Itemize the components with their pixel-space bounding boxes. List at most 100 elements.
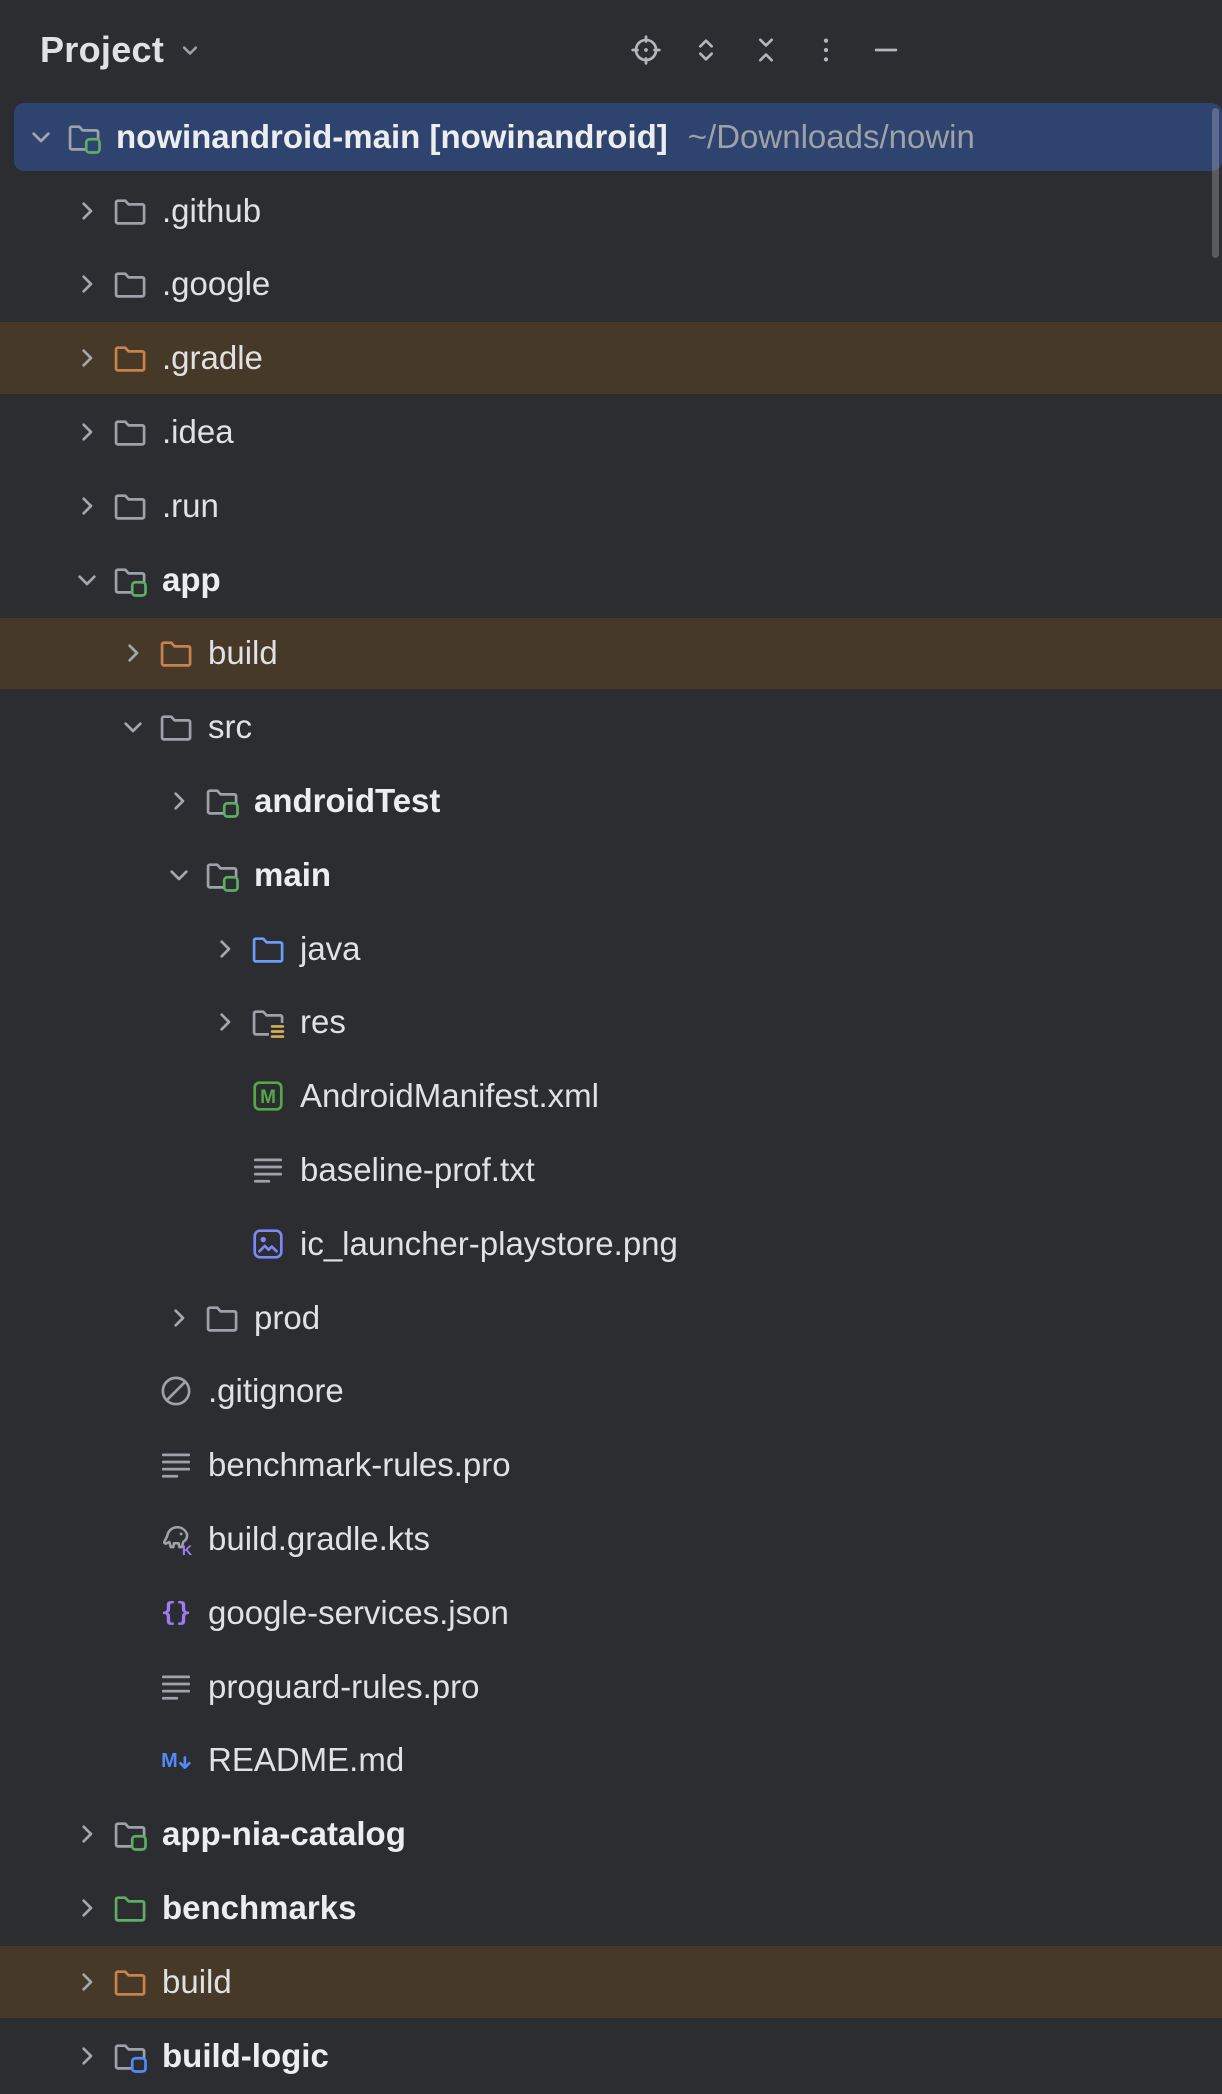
tree-item-label: build — [162, 1962, 232, 2000]
folder-excluded-icon — [156, 633, 196, 673]
chevron-spacer — [110, 1442, 156, 1488]
tree-row-build[interactable]: build — [0, 617, 1222, 691]
project-panel-header: Project — [0, 0, 1222, 100]
chevron-spacer — [202, 1073, 248, 1119]
tree-row-idea[interactable]: .idea — [0, 395, 1222, 469]
ignored-file-icon — [156, 1371, 196, 1411]
chevron-right-icon[interactable] — [64, 188, 110, 234]
tree-item-path: ~/Downloads/nowin — [687, 117, 975, 155]
tree-row-benchmark-rules-pro[interactable]: benchmark-rules.pro — [0, 1428, 1222, 1502]
tree-row-main[interactable]: main — [0, 838, 1222, 912]
tree-row-res[interactable]: res — [0, 986, 1222, 1060]
tree-item-label: .idea — [162, 413, 234, 451]
tree-row-build-logic[interactable]: build-logic — [0, 2019, 1222, 2093]
chevron-down-icon[interactable] — [18, 114, 64, 160]
chevron-spacer — [202, 1147, 248, 1193]
folder-icon — [110, 486, 150, 526]
tree-item-label: benchmarks — [162, 1889, 357, 1927]
chevron-right-icon[interactable] — [64, 2033, 110, 2079]
chevron-right-icon[interactable] — [110, 630, 156, 676]
text-file-icon — [156, 1667, 196, 1707]
tree-row-prod[interactable]: prod — [0, 1281, 1222, 1355]
chevron-right-icon[interactable] — [64, 335, 110, 381]
chevron-down-icon[interactable] — [156, 852, 202, 898]
tree-item-label: .gitignore — [208, 1372, 344, 1410]
chevron-right-icon[interactable] — [64, 1885, 110, 1931]
tree-item-label: build-logic — [162, 2036, 329, 2074]
folder-icon — [110, 264, 150, 304]
tree-row-google-services-json[interactable]: {}google-services.json — [0, 1576, 1222, 1650]
chevron-spacer — [110, 1368, 156, 1414]
chevron-right-icon[interactable] — [64, 1959, 110, 2005]
tree-row-run[interactable]: .run — [0, 469, 1222, 543]
chevron-right-icon[interactable] — [64, 261, 110, 307]
chevron-right-icon[interactable] — [64, 409, 110, 455]
chevron-right-icon[interactable] — [202, 999, 248, 1045]
folder-icon — [202, 1298, 242, 1338]
scrollbar-thumb[interactable] — [1212, 108, 1219, 258]
minimize-icon — [874, 48, 898, 52]
tree-row-google[interactable]: .google — [0, 248, 1222, 322]
text-file-icon — [248, 1150, 288, 1190]
tree-item-label: build — [208, 634, 278, 672]
tree-row-app[interactable]: app — [0, 543, 1222, 617]
chevron-right-icon[interactable] — [202, 926, 248, 972]
chevron-right-icon[interactable] — [64, 1811, 110, 1857]
project-view-selector[interactable]: Project — [40, 29, 204, 71]
svg-text:K: K — [182, 1543, 193, 1558]
tree-row-proguard-rules-pro[interactable]: proguard-rules.pro — [0, 1650, 1222, 1724]
tree-row-nowinandroid-main-nowinandroid[interactable]: nowinandroid-main [nowinandroid]~/Downlo… — [0, 100, 1222, 174]
collapse-all-button[interactable] — [740, 24, 792, 76]
tree-item-label: .gradle — [162, 339, 263, 377]
chevron-spacer — [110, 1664, 156, 1710]
folder-excluded-icon — [110, 1962, 150, 2002]
tree-row-androidmanifest-xml[interactable]: M AndroidManifest.xml — [0, 1059, 1222, 1133]
tree-item-label: proguard-rules.pro — [208, 1667, 480, 1705]
folder-green-icon — [110, 1888, 150, 1928]
folder-module-blue-icon — [110, 2036, 150, 2076]
tree-row-androidtest[interactable]: androidTest — [0, 764, 1222, 838]
chevron-right-icon[interactable] — [64, 483, 110, 529]
folder-icon — [156, 707, 196, 747]
chevron-right-icon[interactable] — [156, 1295, 202, 1341]
tree-item-label: build.gradle.kts — [208, 1520, 430, 1558]
more-options-button[interactable] — [800, 24, 852, 76]
tree-row-java[interactable]: java — [0, 912, 1222, 986]
tree-item-label: app — [162, 560, 221, 598]
tree-item-label: app-nia-catalog — [162, 1815, 406, 1853]
tree-row-benchmarks[interactable]: benchmarks — [0, 1871, 1222, 1945]
tree-row-ic-launcher-playstore-png[interactable]: ic_launcher-playstore.png — [0, 1207, 1222, 1281]
chevron-down-icon[interactable] — [110, 704, 156, 750]
tree-row-gitignore[interactable]: .gitignore — [0, 1355, 1222, 1429]
tree-row-src[interactable]: src — [0, 690, 1222, 764]
tree-row-github[interactable]: .github — [0, 174, 1222, 248]
folder-source-icon — [248, 929, 288, 969]
markdown-file-icon: M — [156, 1740, 196, 1780]
folder-module-icon — [202, 781, 242, 821]
tree-row-baseline-prof-txt[interactable]: baseline-prof.txt — [0, 1133, 1222, 1207]
gradle-file-icon: K — [156, 1519, 196, 1559]
expand-all-button[interactable] — [680, 24, 732, 76]
chevron-right-icon[interactable] — [156, 778, 202, 824]
locate-opened-file-button[interactable] — [620, 24, 672, 76]
chevron-spacer — [110, 1516, 156, 1562]
tree-item-label: .google — [162, 265, 271, 303]
panel-title: Project — [40, 29, 165, 70]
tree-row-build[interactable]: build — [0, 1945, 1222, 2019]
target-icon — [631, 35, 661, 65]
chevron-down-icon[interactable] — [64, 557, 110, 603]
manifest-icon: M — [248, 1076, 288, 1116]
folder-module-icon — [64, 117, 104, 157]
tree-item-label: AndroidManifest.xml — [300, 1077, 599, 1115]
hide-panel-button[interactable] — [860, 24, 912, 76]
tree-item-label: main — [254, 855, 332, 893]
svg-text:M: M — [161, 1750, 178, 1772]
tree-row-gradle[interactable]: .gradle — [0, 321, 1222, 395]
tree-row-app-nia-catalog[interactable]: app-nia-catalog — [0, 1797, 1222, 1871]
tree-item-label: google-services.json — [208, 1593, 509, 1631]
folder-icon — [110, 191, 150, 231]
chevron-spacer — [110, 1590, 156, 1636]
